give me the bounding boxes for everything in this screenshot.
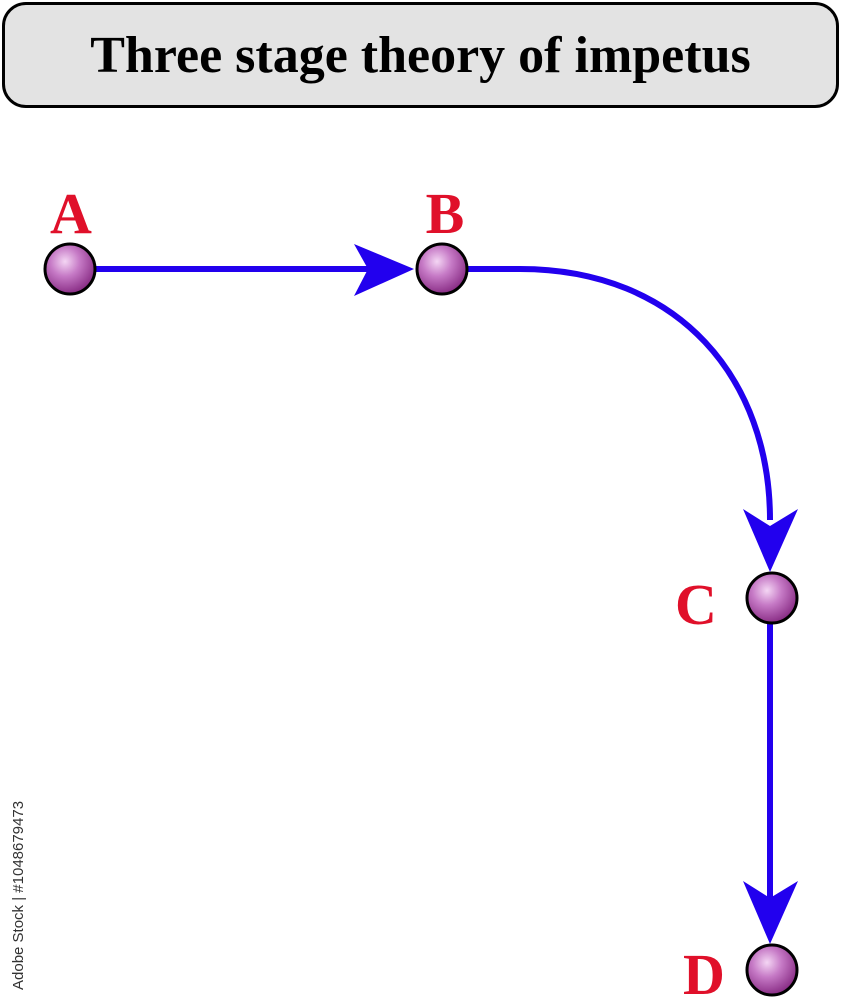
point-d-ball (745, 943, 799, 997)
point-c-ball (745, 571, 799, 625)
diagram-title: Three stage theory of impetus (90, 26, 751, 84)
point-c-label: C (675, 572, 717, 637)
point-b-ball (415, 242, 469, 296)
point-a-ball (43, 242, 97, 296)
stage-cd-arrowhead (743, 881, 798, 944)
stage-bc-arrowhead (743, 509, 798, 572)
stock-id-watermark: Adobe Stock | #1048679473 (10, 800, 27, 990)
point-b-label: B (426, 181, 465, 246)
point-a-label: A (50, 181, 92, 246)
title-banner: Three stage theory of impetus (2, 2, 839, 108)
stage-ab-arrowhead (354, 244, 414, 296)
stage-bc-path (468, 266, 773, 521)
point-d-label: D (683, 942, 725, 1000)
